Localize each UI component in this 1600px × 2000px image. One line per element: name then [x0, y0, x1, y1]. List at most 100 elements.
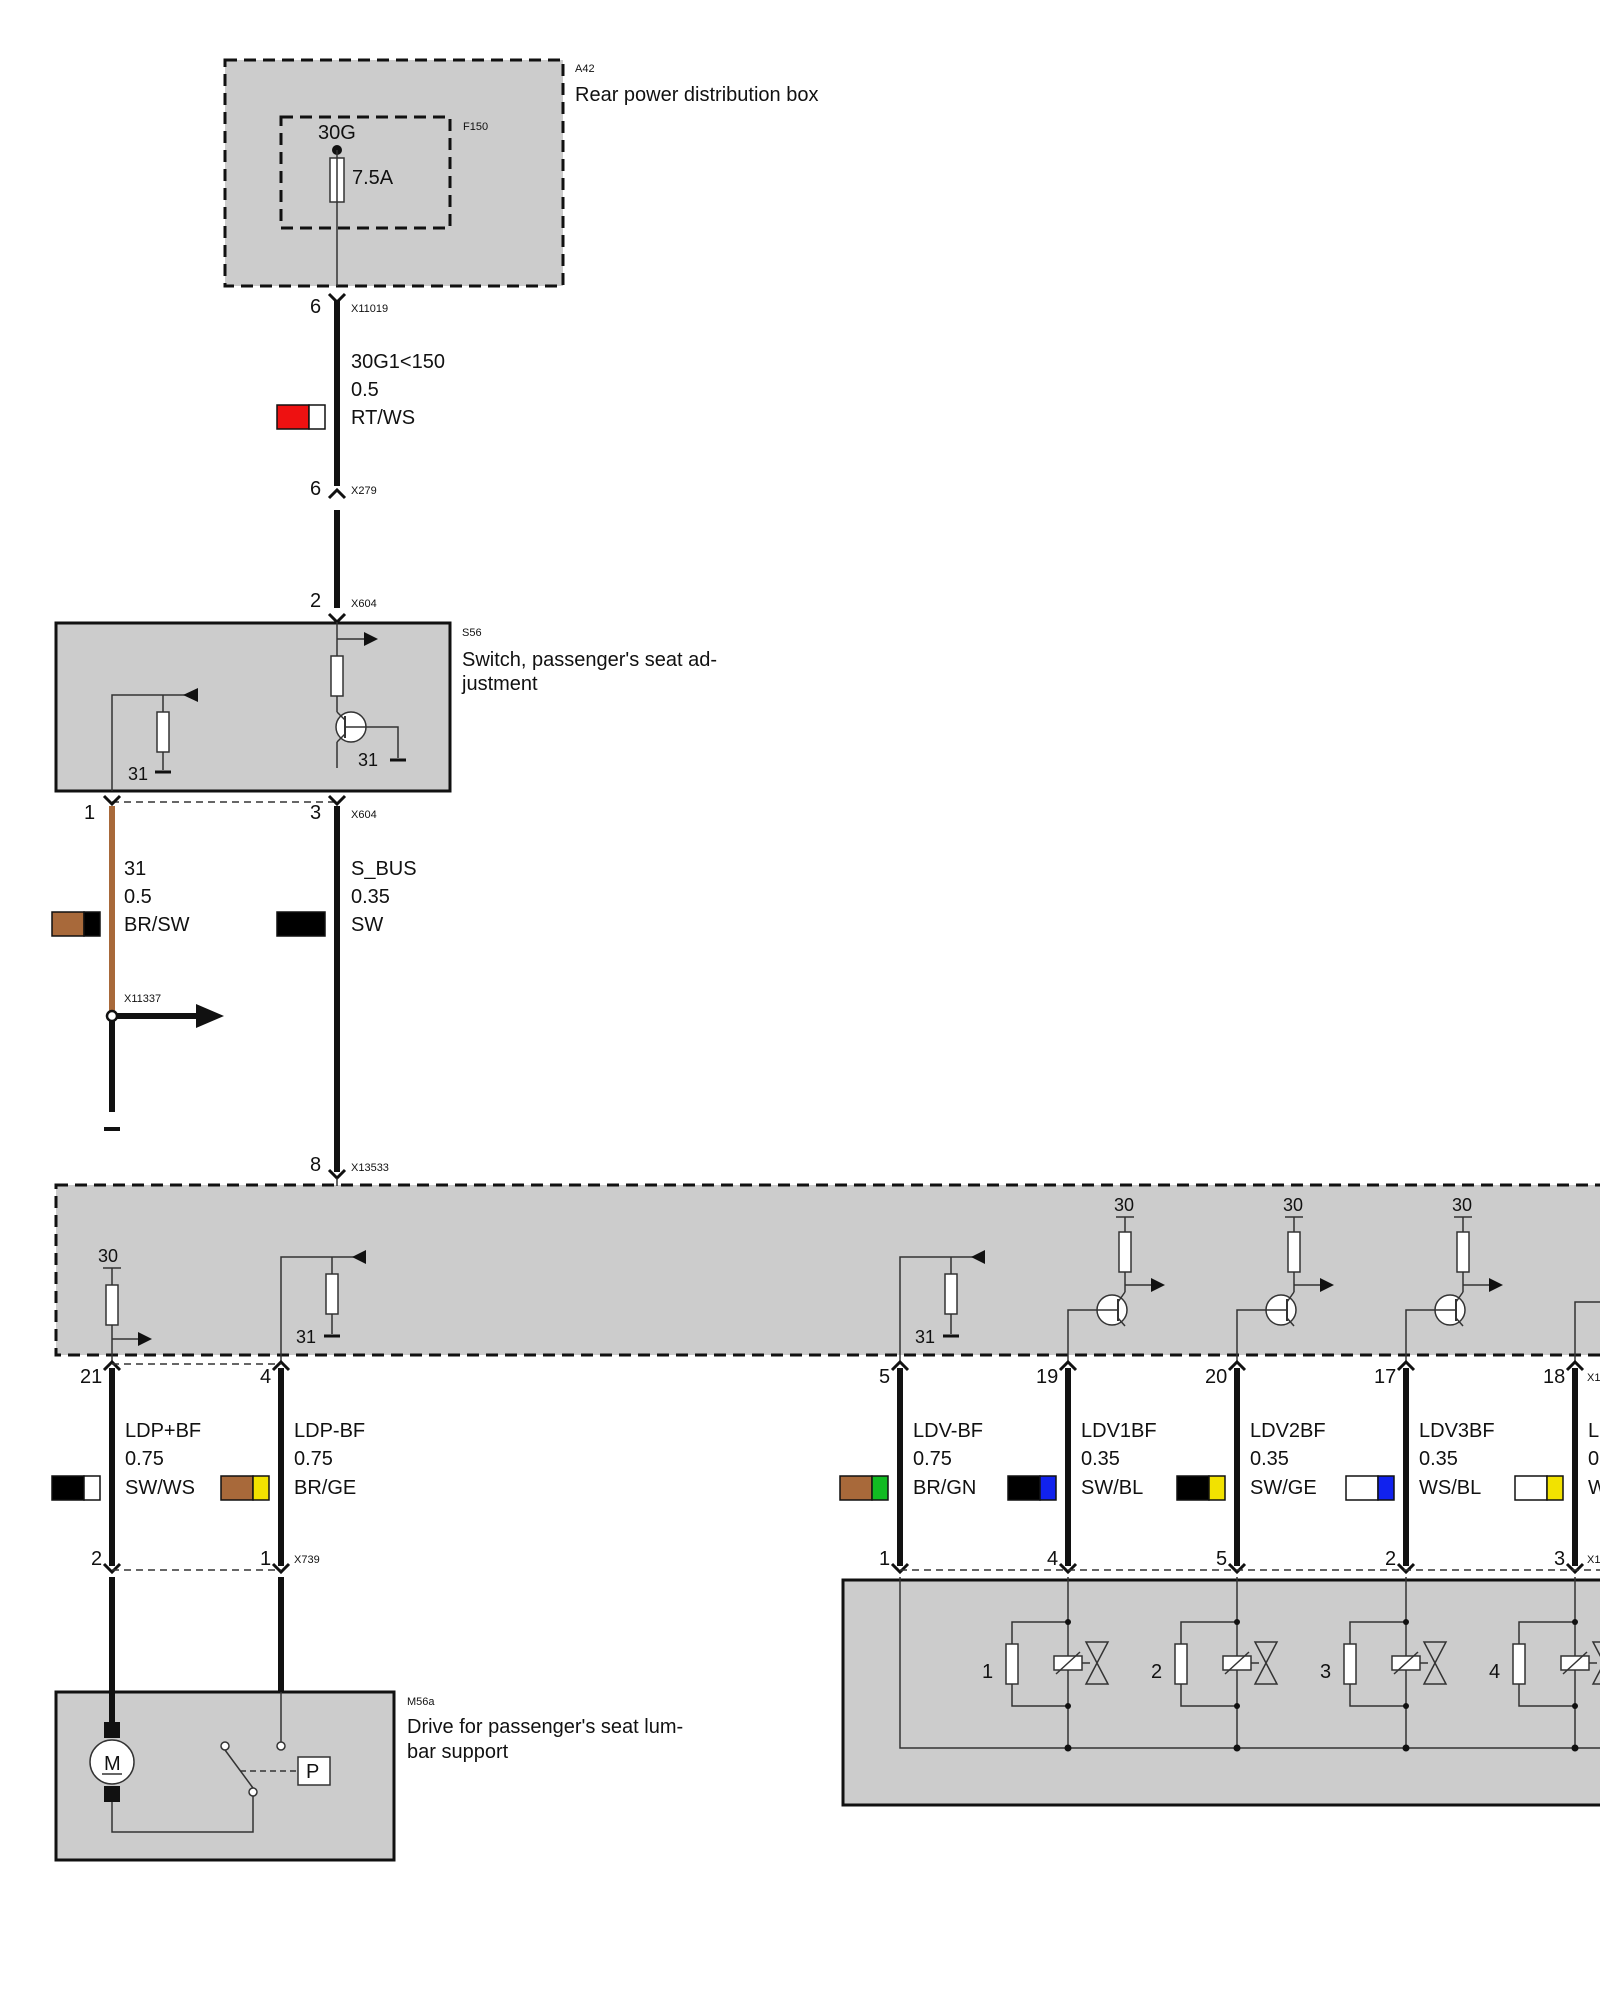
valve-icon — [1253, 1641, 1279, 1685]
s56-ground-right: 31 — [358, 750, 378, 770]
module-ground-b: 31 — [915, 1327, 935, 1347]
resistor-icon — [1456, 1231, 1470, 1273]
pin-top: 20 — [1205, 1366, 1227, 1388]
pin-bottom: 1 — [879, 1548, 890, 1570]
wire-color-swatch-supply-1 — [276, 404, 310, 430]
wire-color: W — [1588, 1477, 1600, 1499]
wire-color-swatch — [220, 1475, 254, 1501]
pin-bottom: 1 — [260, 1548, 271, 1570]
solenoid-slash — [1393, 1651, 1419, 1675]
junction-dot — [1402, 1744, 1410, 1752]
arrow-icon — [971, 1250, 985, 1264]
connector-x604-bottom-group: 1 3 X604 — [84, 794, 377, 824]
s56-ground-left: 31 — [128, 764, 148, 784]
pin-bottom: 5 — [1216, 1548, 1227, 1570]
module-ground-a: 31 — [296, 1327, 316, 1347]
wire-color: WS/BL — [1419, 1477, 1481, 1499]
pressure-sensor-icon — [297, 1756, 331, 1786]
resistor-icon — [1118, 1231, 1132, 1273]
wire-color-swatch — [1514, 1475, 1548, 1501]
pin-top: 18 — [1543, 1366, 1565, 1388]
sbus-color: SW — [351, 914, 383, 936]
sbus-wire: S_BUS 0.35 SW 8 X13533 — [276, 806, 417, 1181]
junction-dot — [1403, 1619, 1409, 1625]
pin-x13533: 8 — [310, 1154, 321, 1176]
resistor-icon — [1174, 1643, 1188, 1685]
junction-dot — [1234, 1619, 1240, 1625]
pin-x279: 6 — [310, 478, 321, 500]
fuse-f150-box — [279, 115, 452, 230]
fuse-terminal-label: 30G — [318, 122, 356, 144]
pin-top: 17 — [1374, 1366, 1396, 1388]
pin-x604-in: 2 — [310, 590, 321, 612]
pin-top: 4 — [260, 1366, 271, 1388]
connector-symbol — [1396, 1562, 1416, 1575]
s56-name-line1: Switch, passenger's seat ad- — [462, 649, 717, 671]
pin-x604-out-left: 1 — [84, 802, 95, 824]
connector-x279-symbol — [327, 487, 347, 500]
wire-signal: LDV2BF — [1250, 1420, 1326, 1442]
arrow-icon — [352, 1250, 366, 1264]
supply-signal: 30G1<150 — [351, 351, 445, 373]
ground-gauge: 0.5 — [124, 886, 152, 908]
wire-signal: LDV3BF — [1419, 1420, 1495, 1442]
m56a-name-line1: Drive for passenger's seat lum- — [407, 1716, 683, 1738]
connector-symbol — [1227, 1562, 1247, 1575]
resistor-icon — [1512, 1643, 1526, 1685]
valve-icon — [1591, 1641, 1600, 1685]
solenoid-slash — [1224, 1651, 1250, 1675]
wire-color: SW/WS — [125, 1477, 195, 1499]
fuse-rating: 7.5A — [352, 167, 394, 189]
resistor-icon — [156, 711, 170, 753]
wire-gauge: 0.75 — [294, 1448, 333, 1470]
switch-passenger-seat-adjustment: S56 Switch, passenger's seat ad- justmen… — [54, 621, 717, 793]
wire-color-swatch — [51, 1475, 85, 1501]
wire-color-swatch — [252, 1475, 270, 1501]
module-supply-d: 30 — [1452, 1195, 1472, 1215]
driver-transistor-19: 30 — [1067, 1195, 1165, 1362]
junction-dot — [1064, 1744, 1072, 1752]
wire-color-swatch-ground-2 — [83, 911, 101, 937]
m56a-id: M56a — [407, 1696, 435, 1708]
supply-wire: 6 X11019 30G1<150 0.5 RT/WS 6 X279 2 X60… — [276, 292, 445, 625]
connector-x739: X739 — [294, 1554, 320, 1566]
connector-symbol — [1058, 1562, 1078, 1575]
connector-symbol — [890, 1562, 910, 1575]
valve-number: 3 — [1320, 1661, 1331, 1683]
junction-dot — [1571, 1744, 1579, 1752]
splice-x11337 — [105, 1009, 119, 1023]
connector-symbol — [102, 1562, 122, 1575]
wire-color: BR/GE — [294, 1477, 356, 1499]
junction-dot — [1572, 1703, 1578, 1709]
arrow-icon — [1489, 1278, 1503, 1292]
arrow-icon — [138, 1332, 152, 1346]
wire-gauge: 0.75 — [125, 1448, 164, 1470]
module-supply-c: 30 — [1283, 1195, 1303, 1215]
pin-x11019: 6 — [310, 296, 321, 318]
valve-number: 2 — [1151, 1661, 1162, 1683]
resistor-icon — [330, 655, 344, 697]
wire-color: SW/GE — [1250, 1477, 1317, 1499]
junction-dot — [1403, 1703, 1409, 1709]
resistor-icon — [1287, 1231, 1301, 1273]
connector-symbol — [1565, 1359, 1585, 1372]
lumbar-support-drive: M56a Drive for passenger's seat lum- bar… — [54, 1577, 683, 1862]
wire-color-swatch — [83, 1475, 101, 1501]
wire-color: BR/GN — [913, 1477, 976, 1499]
wire-color: SW/BL — [1081, 1477, 1143, 1499]
wire-signal: LDV-BF — [913, 1420, 983, 1442]
connector-symbol — [271, 1359, 291, 1372]
arrow-icon — [183, 688, 198, 702]
junction-dot — [1234, 1703, 1240, 1709]
wire-signal: LDP+BF — [125, 1420, 201, 1442]
resistor-icon — [105, 1284, 119, 1326]
pin-top: 21 — [80, 1366, 102, 1388]
driver-transistor-17: 30 — [1405, 1195, 1503, 1362]
connector-x11019-symbol — [327, 292, 347, 305]
m56a-name-line2: bar support — [407, 1741, 509, 1763]
sensor-symbol: P — [306, 1761, 319, 1783]
